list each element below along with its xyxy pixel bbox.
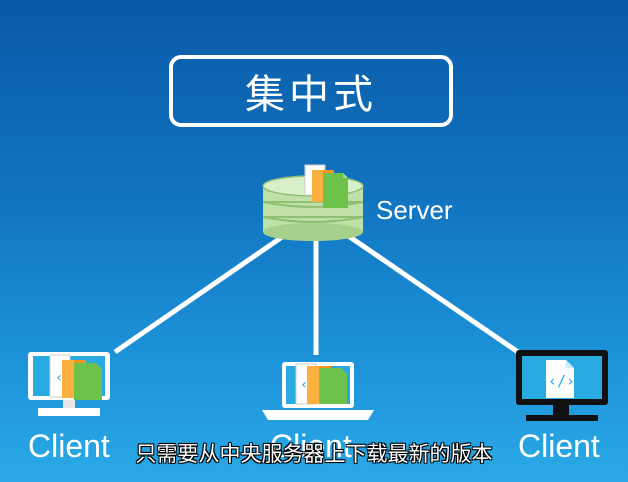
svg-text:‹: ‹ [300, 377, 308, 393]
client-label-left: Client [28, 428, 110, 464]
client-desktop-icon: ‹ [28, 352, 110, 416]
connection-line-right [345, 232, 520, 355]
svg-text:‹: ‹ [55, 370, 63, 386]
connections [113, 232, 520, 355]
subtitle-caption: 只需要从中央服务器上下载最新的版本 [135, 442, 493, 466]
client-laptop-icon: ‹ [262, 362, 374, 420]
client-monitor-icon: ‹/› [516, 350, 608, 421]
client-label-middle: Client [270, 428, 352, 464]
connection-line-left [113, 232, 287, 355]
client-label-right: Client [518, 428, 600, 464]
svg-text:‹/›: ‹/› [548, 372, 575, 390]
title-text: 集中式 [245, 72, 377, 118]
server-files-icon [304, 164, 348, 208]
server-label: Server [376, 195, 453, 225]
title-box: 集中式 [169, 55, 453, 127]
server-database-icon [262, 164, 364, 241]
